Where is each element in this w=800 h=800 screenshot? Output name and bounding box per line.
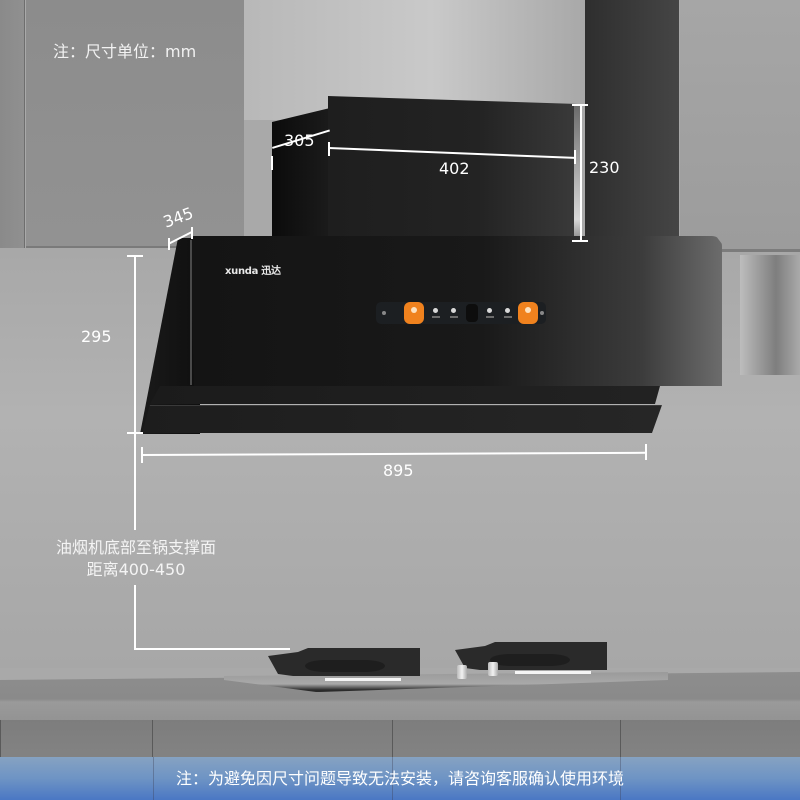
dimension-tick: [645, 444, 647, 460]
wall-shadow: [740, 255, 800, 375]
indicator-light-left: [382, 311, 386, 315]
dimension-line-pan-support: [134, 648, 290, 650]
fan-speed-button[interactable]: [430, 306, 442, 320]
banner-divider: [392, 757, 393, 800]
dimension-hood-height: 295: [81, 327, 112, 346]
brand-logo: xunda 迅达: [225, 266, 281, 277]
installation-warning: 注：为避免因尺寸问题导致无法安装，请咨询客服确认使用环境: [175, 769, 624, 788]
hood-glass-edge: [190, 240, 192, 385]
dimension-chimney-height: 230: [589, 158, 620, 177]
dark-cabinet-column: [585, 0, 679, 243]
dimension-tick: [574, 150, 576, 164]
light-button[interactable]: [484, 306, 496, 320]
hood-chimney-edge: [574, 104, 582, 240]
dimension-tick: [572, 240, 588, 242]
dimension-chimney-depth: 305: [284, 131, 315, 150]
fan-mode-button[interactable]: [448, 306, 460, 320]
knob-right[interactable]: [488, 662, 498, 676]
dimension-line-chimney-height: [580, 104, 582, 241]
install-distance-note-line1: 油烟机底部至锅支撑面: [55, 538, 216, 557]
upper-cabinet-left: [0, 0, 25, 248]
dimension-tick: [141, 447, 143, 463]
banner-divider: [153, 757, 154, 800]
dimension-line-install-height-lower: [134, 585, 136, 649]
dimension-tick: [328, 142, 330, 156]
indicator-light-right: [540, 311, 544, 315]
hood-chimney-side: [272, 108, 330, 236]
dimension-chimney-width: 402: [439, 159, 470, 178]
knob-left[interactable]: [457, 665, 467, 679]
upper-cabinet: [26, 0, 244, 248]
burner-trim-left: [325, 678, 401, 681]
install-distance-note-line2: 距离400-450: [86, 560, 186, 579]
burner-left: [305, 660, 385, 672]
burner-right: [490, 654, 570, 666]
power-button[interactable]: [404, 302, 424, 324]
dimension-tick: [168, 238, 170, 250]
install-distance-note: 油烟机底部至锅支撑面 距离400-450: [20, 537, 252, 581]
hood-chimney-front: [328, 96, 578, 238]
control-panel: [376, 302, 546, 324]
dimension-hood-width: 895: [383, 461, 414, 480]
boost-button[interactable]: [518, 302, 538, 324]
banner-divider: [620, 757, 621, 800]
unit-note: 注：尺寸单位：mm: [53, 42, 197, 61]
dimension-line-install-height-upper: [134, 433, 136, 530]
dimension-line-hood-height: [134, 255, 136, 433]
display-window: [466, 304, 478, 322]
hood-base: [142, 405, 662, 433]
clean-button[interactable]: [502, 306, 514, 320]
bottom-banner: [0, 757, 800, 800]
dimension-tick: [127, 255, 143, 257]
dimension-tick: [271, 156, 273, 170]
hood-lower-lip: [150, 386, 660, 404]
dimension-tick: [191, 227, 193, 239]
upper-cabinet-right: [680, 0, 800, 252]
dimension-tick: [127, 432, 143, 434]
dimension-tick: [572, 104, 588, 106]
burner-trim-right: [515, 671, 591, 674]
